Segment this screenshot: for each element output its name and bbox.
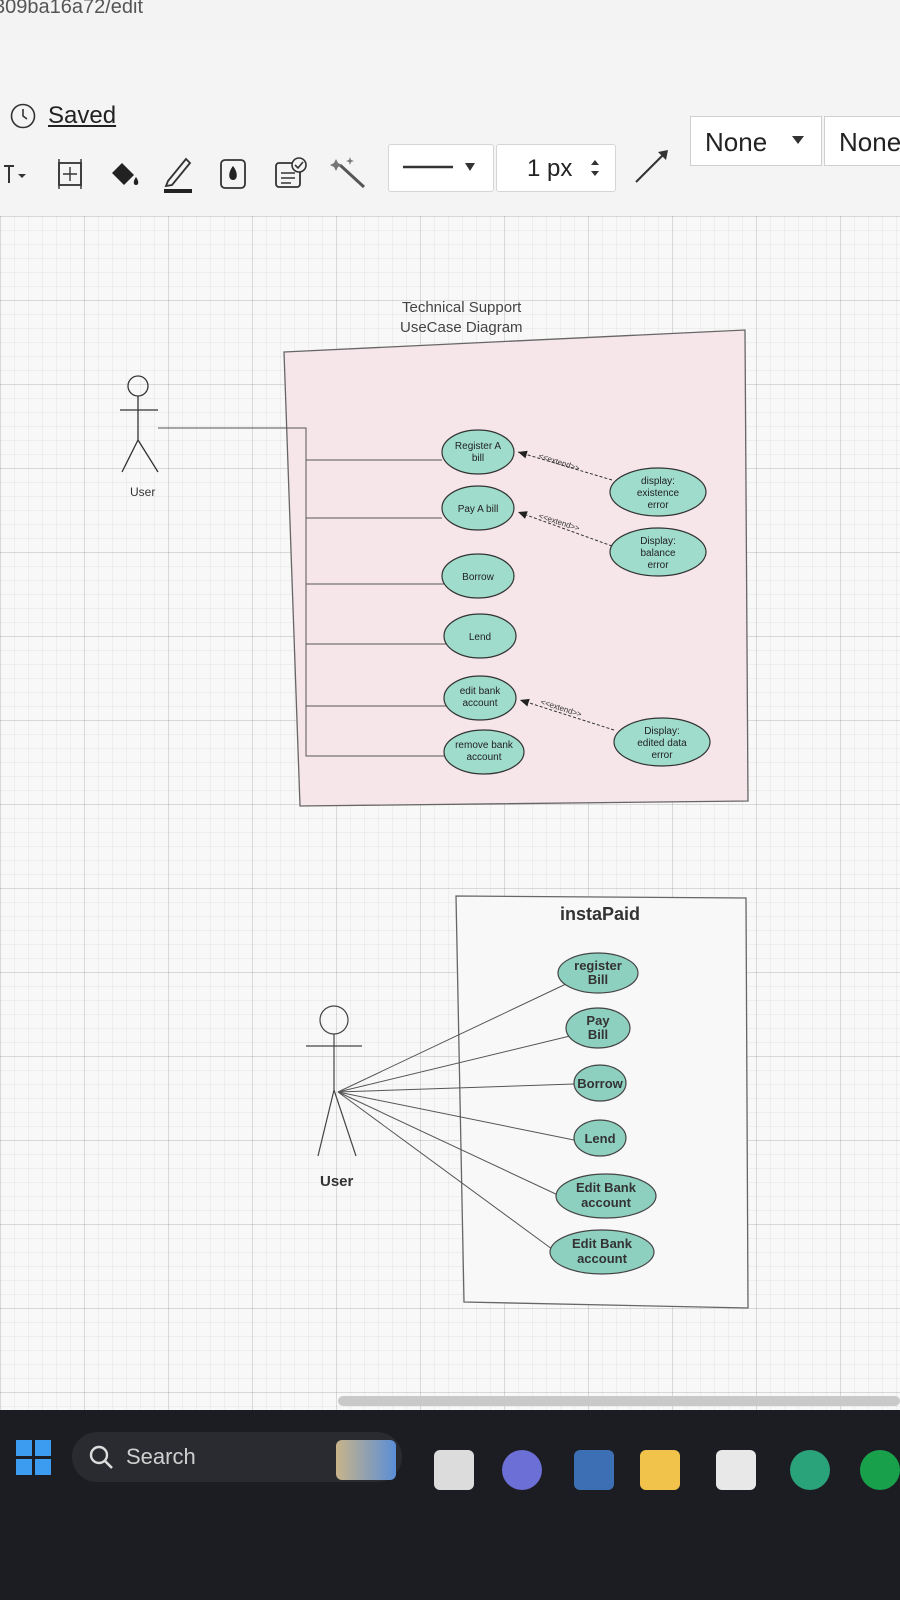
usecase-label: Borrow [577,1076,623,1091]
usecase-pay-bill[interactable]: Pay A bill [441,485,515,531]
store-icon[interactable] [716,1450,756,1490]
usecase2-pay-bill[interactable]: Pay Bill [565,1007,631,1049]
usecase-label: Display: [644,726,680,737]
fill-color-icon[interactable] [104,152,146,196]
usecase2-borrow[interactable]: Borrow [573,1064,627,1102]
saved-label[interactable]: Saved [48,102,117,129]
magic-wand-icon[interactable] [328,152,370,196]
usecase-label: Bill [588,972,608,987]
line-start-dropdown[interactable]: None [690,116,822,166]
usecase-label: Lend [584,1131,615,1146]
usecase-label: account [581,1195,632,1210]
chevron-down-icon [792,136,804,144]
usecase-label: display: [641,476,675,487]
usecase-label: error [651,750,673,761]
app-icon[interactable] [574,1450,614,1490]
actor-label-2: User [320,1173,354,1190]
usecase-label: Display: [640,536,676,547]
usecase-label: balance [640,548,675,559]
usecase-edited-data-error[interactable]: Display: edited data error [613,717,711,767]
taskbar: Search [0,1410,900,1600]
usecase-label: Lend [469,632,491,643]
edge-icon[interactable] [790,1450,830,1490]
system-boundary-2[interactable] [455,895,749,1309]
teams-icon[interactable] [502,1450,542,1490]
widgets-icon[interactable] [336,1440,396,1480]
usecase-label: Borrow [462,572,494,583]
diagram2-title: instaPaid [560,904,640,924]
line-width-value: 1 px [527,155,573,182]
line-end-dropdown[interactable]: None [824,116,900,166]
connector-arrow-icon[interactable] [632,146,672,191]
usecase-label: edited data [637,738,687,749]
usecase2-edit-bank-account[interactable]: Edit Bank account [555,1173,657,1219]
system-boundary-1[interactable] [283,329,749,807]
actor-label-1: User [130,485,155,499]
actor-user-1[interactable] [120,375,159,473]
usecase-label: remove bank [455,740,514,751]
format-check-icon[interactable] [270,152,312,196]
line-style-dropdown[interactable] [388,144,494,192]
horizontal-scrollbar[interactable] [338,1396,900,1406]
browser-url-bar[interactable]: 309ba16a72/edit [0,0,900,40]
diagram1-title-line1: Technical Support [402,299,522,316]
editor-header: Saved 1 px [0,40,900,216]
text-format-icon[interactable] [0,152,30,196]
usecase2-lend[interactable]: Lend [573,1119,627,1157]
app-icon-green[interactable] [860,1450,900,1490]
usecase-label: account [577,1251,628,1266]
usecase-label: Pay [586,1013,610,1028]
search-placeholder: Search [126,1444,196,1469]
actor-user-2[interactable] [306,1005,362,1157]
usecase-edit-bank-account[interactable]: edit bank account [443,675,517,721]
usecase-label: Register A [455,441,501,452]
usecase-borrow[interactable]: Borrow [441,553,515,599]
file-explorer-icon[interactable] [640,1450,680,1490]
usecase-label: account [462,698,497,709]
usecase-label: Edit Bank [576,1180,637,1195]
usecase-label: Edit Bank [572,1236,633,1251]
line-width-input[interactable]: 1 px [496,144,616,192]
line-color-icon[interactable] [158,152,198,196]
usecase-label: register [574,958,622,973]
usecase-balance-error[interactable]: Display: balance error [609,527,707,577]
usecase-label: existence [637,488,680,499]
association-lines-1 [158,427,446,757]
diagram-editor: Saved 1 px [0,40,900,1410]
extend-arrows [517,450,615,731]
association-lines-2 [337,983,575,1253]
usecase-label: error [647,560,669,571]
usecase2-register-bill[interactable]: register Bill [557,952,639,994]
search-icon [89,1445,113,1469]
url-text: 309ba16a72/edit [0,0,144,18]
usecase-label: Pay A bill [458,504,499,515]
usecase-label: edit bank [460,686,502,697]
usecase-register-bill[interactable]: Register A bill [441,429,515,475]
usecase-remove-bank-account[interactable]: remove bank account [443,729,525,775]
diagram-svg: Technical Support UseCase Diagram User R… [120,299,749,1309]
usecase2-edit-bank-account-2[interactable]: Edit Bank account [549,1229,655,1275]
line-end-value: None [839,127,900,157]
save-status: Saved [10,102,116,130]
usecase-lend[interactable]: Lend [443,613,517,659]
usecase-existence-error[interactable]: display: existence error [609,467,707,517]
usecase-label: error [647,500,669,511]
position-icon[interactable] [50,152,90,196]
chevron-down-icon [465,163,475,171]
task-view-icon[interactable] [434,1450,474,1490]
clock-icon [10,103,36,129]
stepper-icon[interactable] [589,157,601,179]
windows-start-icon[interactable] [16,1440,52,1476]
diagram1-title-line2: UseCase Diagram [400,319,523,336]
line-start-value: None [705,127,768,157]
opacity-icon[interactable] [216,152,250,196]
usecase-label: bill [472,453,484,464]
drawing-canvas[interactable]: Technical Support UseCase Diagram User R… [0,216,900,1410]
usecase-label: account [466,752,501,763]
usecase-label: Bill [588,1027,608,1042]
